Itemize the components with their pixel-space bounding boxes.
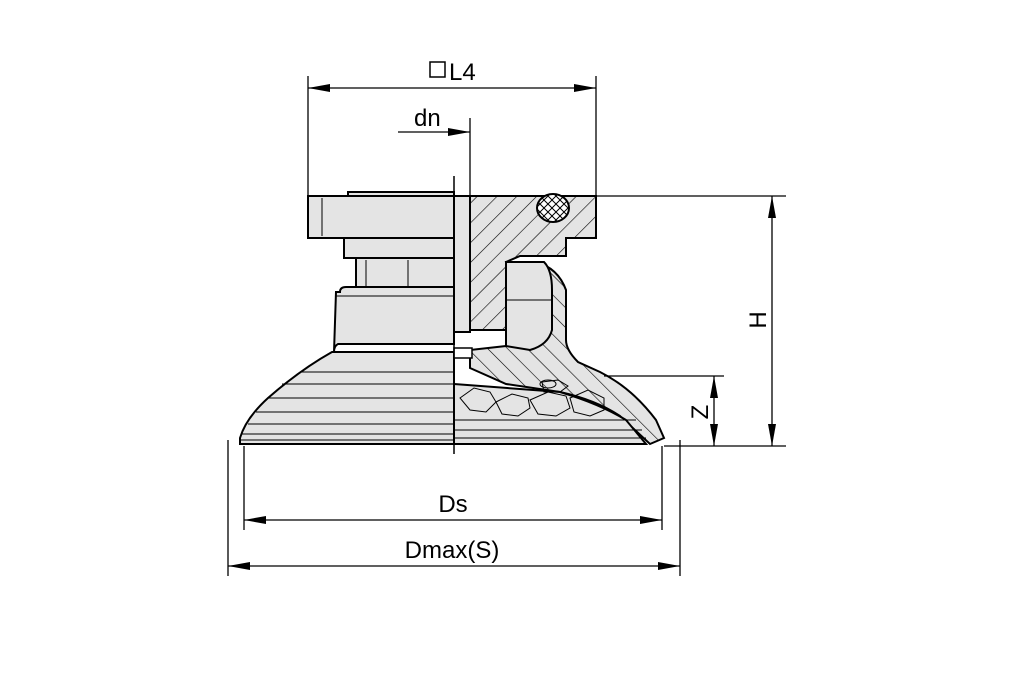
dim-z-label: Z: [687, 405, 714, 420]
dim-z: Z: [604, 375, 724, 446]
dim-dn: dn: [398, 105, 470, 136]
dim-dmax: Dmax(S): [227, 440, 681, 576]
dim-h: H: [596, 195, 786, 447]
exterior-view: [239, 191, 455, 445]
dim-dmax-label: Dmax(S): [405, 537, 500, 564]
dim-l4-label: L4: [449, 59, 476, 86]
section-view: [453, 193, 666, 446]
dim-dn-label: dn: [414, 105, 441, 132]
dim-ds-label: Ds: [438, 491, 467, 518]
dim-ds: Ds: [243, 446, 663, 530]
square-symbol: [429, 61, 446, 78]
dim-h-label: H: [745, 311, 772, 328]
dim-l4: L4: [307, 59, 597, 196]
